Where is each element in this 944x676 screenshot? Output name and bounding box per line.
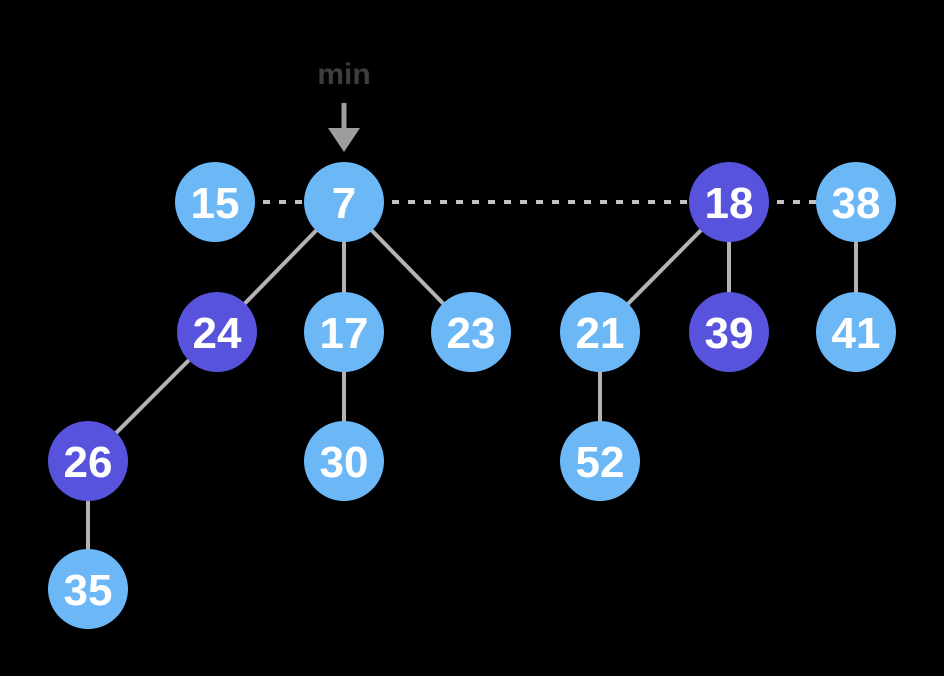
node-18 [689,162,769,242]
node-17 [304,292,384,372]
node-label-24: 24 [193,309,242,358]
node-35 [48,549,128,629]
min-arrow-icon [328,128,360,152]
min-pointer-label: min [317,58,370,91]
node-41 [816,292,896,372]
node-label-7: 7 [332,179,356,228]
node-label-38: 38 [832,179,881,228]
node-24 [177,292,257,372]
node-label-30: 30 [320,438,369,487]
node-label-39: 39 [705,309,754,358]
node-23 [431,292,511,372]
node-label-21: 21 [576,309,625,358]
node-7 [304,162,384,242]
node-30 [304,421,384,501]
node-label-18: 18 [705,179,754,228]
node-label-41: 41 [832,309,881,358]
node-52 [560,421,640,501]
node-label-52: 52 [576,438,625,487]
node-label-26: 26 [64,438,113,487]
node-label-17: 17 [320,309,369,358]
node-39 [689,292,769,372]
node-26 [48,421,128,501]
node-label-35: 35 [64,566,113,615]
node-38 [816,162,896,242]
node-label-15: 15 [191,179,240,228]
node-label-23: 23 [447,309,496,358]
node-21 [560,292,640,372]
node-15 [175,162,255,242]
